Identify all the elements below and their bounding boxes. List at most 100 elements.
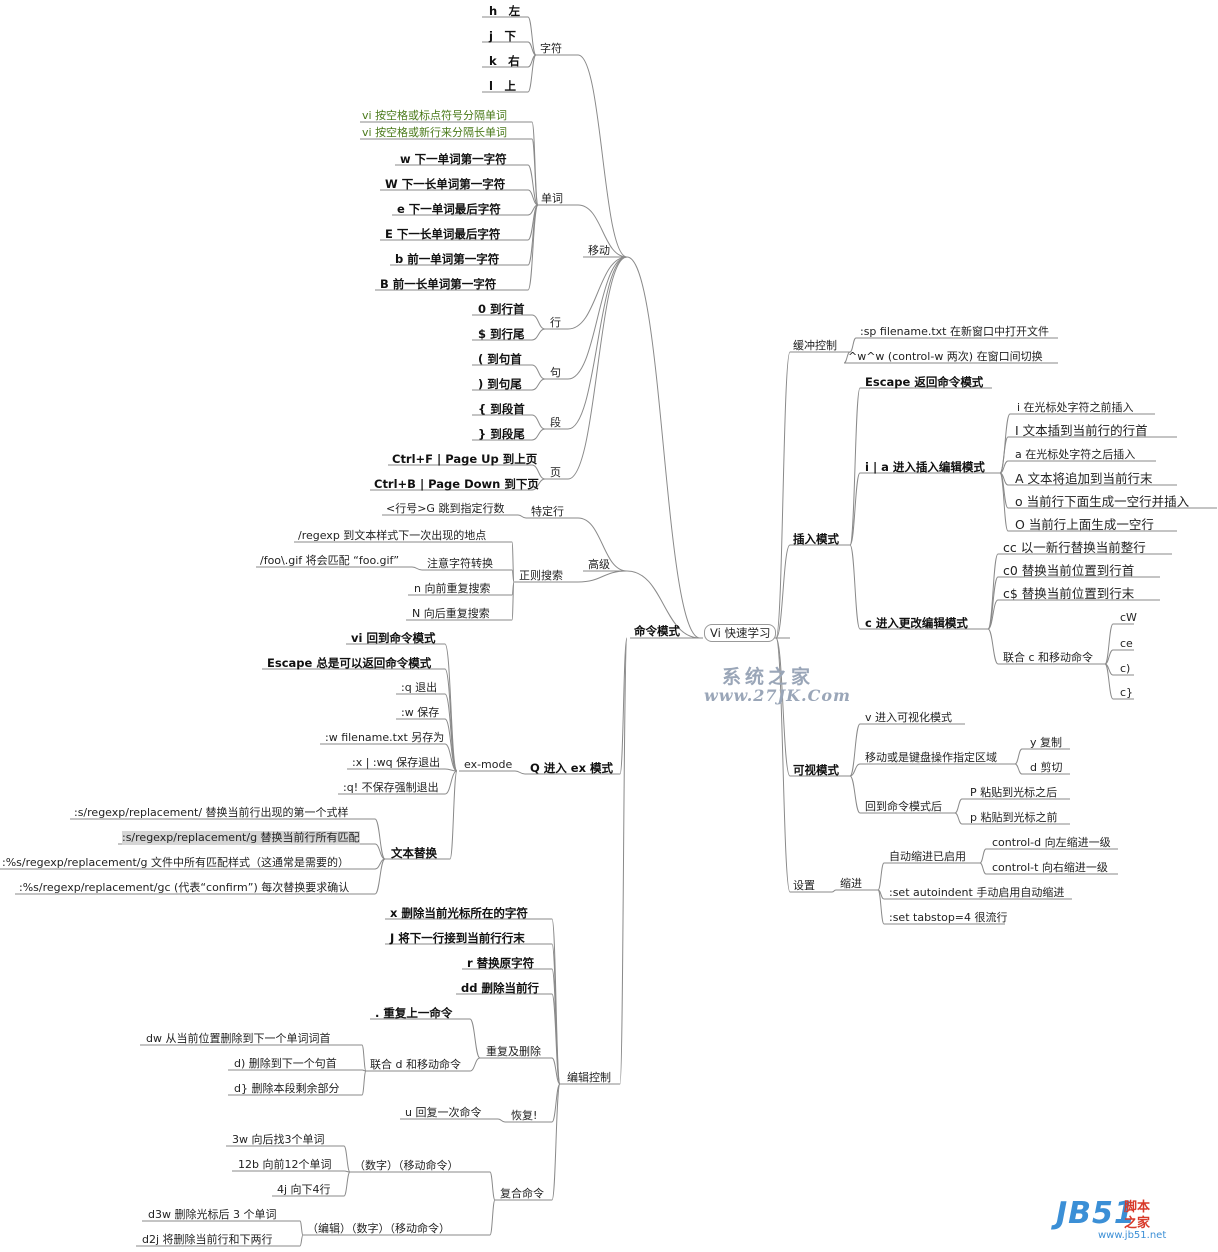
connector — [626, 256, 701, 639]
connector — [849, 775, 861, 814]
node-ex-q: :q 退出 — [401, 681, 438, 694]
node-edit-J: J 将下一行接到当前行行末 — [390, 931, 525, 945]
node-B: B 前一长单词第一字符 — [380, 277, 497, 291]
connector — [527, 204, 539, 291]
node-para-start: { 到段首 — [478, 402, 525, 416]
node-sent-start: ( 到句首 — [478, 352, 522, 366]
connector — [567, 256, 628, 430]
node-ex-mode: ex-mode — [464, 758, 513, 771]
connector — [531, 428, 546, 441]
node-edit: 编辑控制 — [567, 1071, 611, 1084]
node-3w: 3w 向后找3个单词 — [232, 1133, 325, 1146]
node-compound: 复合命令 — [500, 1187, 544, 1200]
node-regex-N: N 向后重复搜索 — [412, 607, 490, 620]
connector — [531, 328, 546, 341]
connector — [531, 314, 546, 330]
connector — [775, 637, 791, 777]
connector — [527, 189, 539, 206]
connector — [551, 993, 561, 1085]
jb51-logo-cn2: 之家 — [1124, 1216, 1151, 1231]
jb51-logo: JB51 — [1056, 1196, 1136, 1231]
connector — [567, 256, 628, 480]
node-dw: dw 从当前位置删除到下一个单词词首 — [146, 1032, 331, 1045]
connector — [849, 544, 861, 630]
connector — [374, 818, 386, 860]
node-sub-file: :%s/regexp/replacement/g 文件中所有匹配样式（这通常是需… — [2, 856, 349, 869]
node-j: j 下 — [489, 29, 516, 43]
node-line-start: 0 到行首 — [478, 302, 525, 316]
connector — [444, 643, 458, 772]
node-visual-y: y 复制 — [1030, 736, 1063, 749]
connector — [444, 743, 458, 772]
connector — [987, 576, 999, 630]
node-cmd-mode: 命令模式 — [634, 624, 680, 638]
node-l: l 上 — [489, 79, 516, 93]
note-word-1: vi 按空格或标点符号分隔单词 — [362, 109, 508, 122]
node-sent-end: ) 到句尾 — [478, 377, 522, 391]
connector — [343, 1145, 351, 1173]
connector — [979, 862, 987, 875]
node-ia-o: o 当前行下面生成一空行并插入 — [1015, 494, 1190, 509]
connector — [1104, 649, 1114, 665]
node-ex-w: :w 保存 — [401, 706, 440, 719]
node-edit-r: r 替换原字符 — [467, 956, 535, 970]
node-visual-back: 回到命令模式后 — [865, 800, 942, 813]
node-ex-saveas: :w filename.txt 另存为 — [325, 731, 445, 744]
node-buffer-sp: :sp filename.txt 在新窗口中打开文件 — [860, 325, 1049, 338]
connector — [877, 862, 885, 891]
node-d-sent: d) 删除到下一个句首 — [234, 1057, 337, 1070]
connector — [361, 1044, 367, 1072]
connector — [619, 637, 628, 775]
connector — [531, 378, 546, 391]
connector — [999, 436, 1009, 474]
node-page: 页 — [550, 466, 561, 479]
node-buffer-ww: ^w^w (control-w 两次) 在窗口间切换 — [848, 350, 1043, 363]
connector — [343, 1171, 351, 1197]
node-visual-v: v 进入可视化模式 — [865, 711, 953, 724]
connector — [374, 858, 386, 895]
node-d-para: d} 删除本段剩余部分 — [234, 1082, 340, 1095]
node-d-move: 联合 d 和移动命令 — [370, 1058, 461, 1071]
node-c-brace: c} — [1120, 686, 1134, 699]
connector — [497, 1118, 506, 1123]
connector — [527, 54, 537, 93]
connector — [877, 889, 885, 925]
watermark-url: www.27JK.Com — [704, 686, 851, 705]
node-adv: 高级 — [588, 558, 610, 571]
node-c-dollar: c$ 替换当前位置到行末 — [1003, 586, 1135, 601]
connector — [517, 514, 527, 519]
connector — [954, 798, 963, 814]
connector — [626, 570, 701, 639]
node-edit-num-move: （编辑）（数字）（移动命令） — [307, 1222, 450, 1235]
node-ia-A: A 文本将追加到当前行末 — [1015, 471, 1153, 486]
connector — [987, 599, 999, 630]
connector — [551, 1083, 561, 1201]
connector — [299, 1220, 304, 1236]
node-visual: 可视模式 — [793, 763, 839, 777]
node-indent: 缩进 — [840, 877, 862, 890]
connector — [849, 763, 861, 777]
connector — [444, 770, 458, 795]
connector — [531, 414, 546, 430]
connector — [299, 1234, 304, 1247]
node-e: e 下一单词最后字符 — [397, 202, 501, 216]
node-c-move: 联合 c 和移动命令 — [1003, 651, 1094, 664]
connector — [577, 54, 628, 258]
node-ia-I: I 文本插到当前行的行首 — [1015, 423, 1148, 438]
connector — [577, 204, 628, 258]
node-sub: 文本替换 — [391, 846, 437, 860]
connector — [849, 337, 857, 353]
node-move: 移动 — [588, 244, 610, 257]
node-ia-O: O 当前行上面生成一空行 — [1015, 517, 1154, 532]
node-cW: cW — [1120, 611, 1137, 624]
connector — [527, 16, 537, 56]
connector — [489, 1171, 496, 1201]
connector — [551, 1057, 561, 1085]
connector — [831, 889, 837, 893]
connector — [1104, 663, 1114, 700]
connector — [843, 351, 851, 364]
node-repeat-dot: . 重复上一命令 — [375, 1006, 453, 1020]
node-regex: 正则搜索 — [519, 569, 563, 582]
